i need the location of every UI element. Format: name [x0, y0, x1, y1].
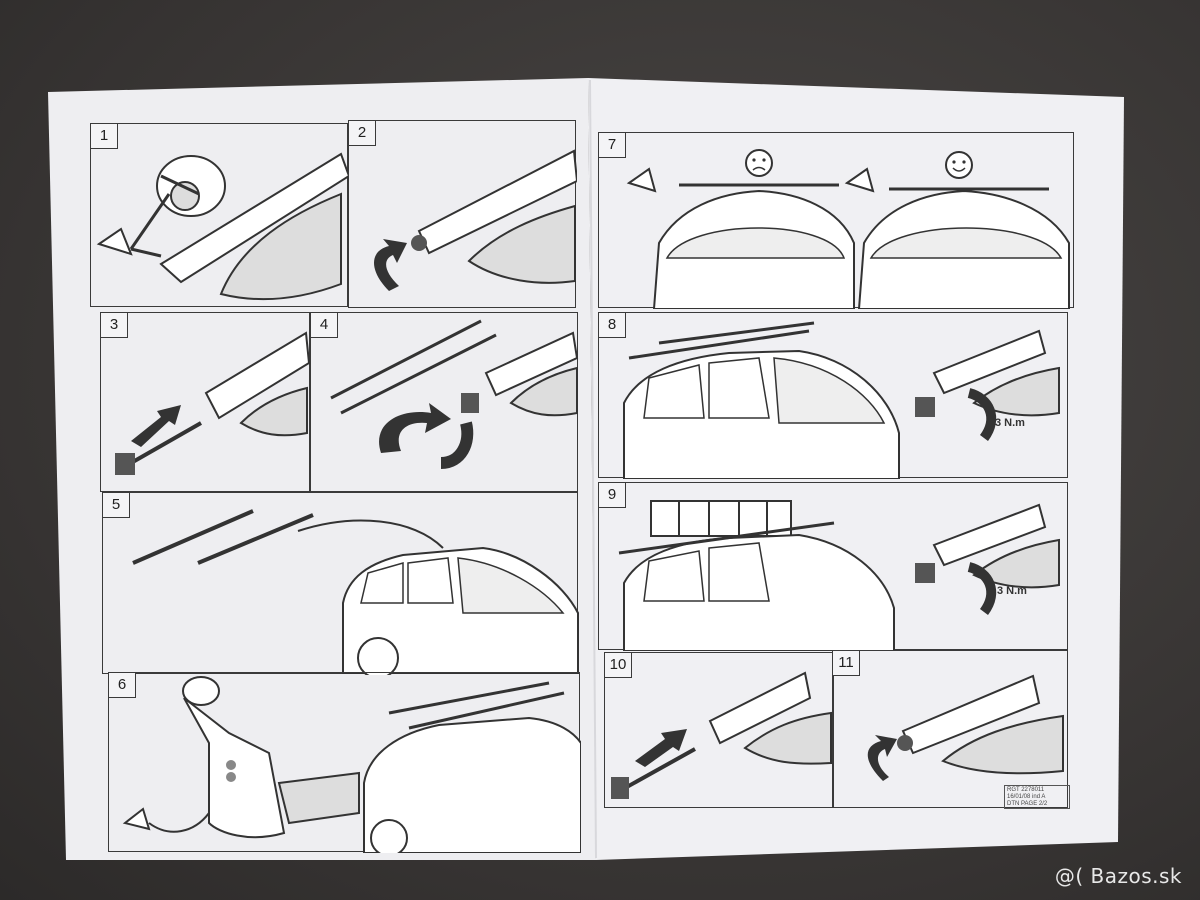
step-8-panel: 8 3 N.m: [598, 312, 1068, 479]
step-11-panel: 11: [832, 650, 1068, 808]
step-5-panel: 5: [102, 492, 579, 675]
step-number: 10: [605, 653, 632, 678]
endcap-removal-illustration: [96, 152, 349, 301]
torque-tightening-illustration: [623, 321, 1060, 479]
step-number: 6: [109, 673, 136, 698]
step-number: 4: [311, 313, 338, 338]
step-number: 3: [101, 313, 128, 338]
step-number: 7: [599, 133, 626, 158]
reference-line: RGT 2278011: [1007, 787, 1045, 793]
bar-slide-out-illustration: [115, 331, 311, 475]
lock-turn-illustration: [867, 674, 1064, 781]
step-number: 8: [599, 313, 626, 338]
step-9-panel: 9 3 N.m: [598, 482, 1068, 651]
site-watermark: @( Bazos.sk: [1054, 864, 1182, 888]
endcap-insert-illustration: [611, 671, 832, 799]
step-2-panel: 2: [348, 120, 577, 308]
step-number: 11: [833, 651, 860, 676]
torque-value: 3 N.m: [997, 585, 1027, 597]
step-4-panel: 4: [310, 312, 579, 492]
step-number: 9: [599, 483, 626, 508]
document-reference-box: RGT 2278011 16/01/08 ind A DTN PAGE 2/2: [1004, 785, 1070, 809]
step-10-panel: 10: [604, 652, 834, 808]
key-check-illustration: [626, 149, 1070, 309]
step-1-panel: 1: [90, 123, 349, 307]
step-number: 1: [91, 124, 118, 149]
bars-onto-car-illustration: [132, 509, 579, 675]
step-number: 5: [103, 493, 130, 518]
step-6-panel: 6: [108, 672, 581, 853]
step-number: 2: [349, 121, 376, 146]
reference-line: DTN PAGE 2/2: [1007, 801, 1048, 807]
reference-line: 16/01/08 ind A: [1007, 794, 1046, 800]
key-insert-illustration: [374, 149, 577, 291]
torque-value: 3 N.m: [995, 417, 1025, 429]
endcap-refit-illustration: [122, 676, 581, 853]
step-3-panel: 3: [100, 312, 311, 492]
step-7-panel: 7: [598, 132, 1074, 309]
bar-assembly-illustration: [330, 319, 579, 469]
loaded-roof-illustration: [618, 500, 1060, 651]
